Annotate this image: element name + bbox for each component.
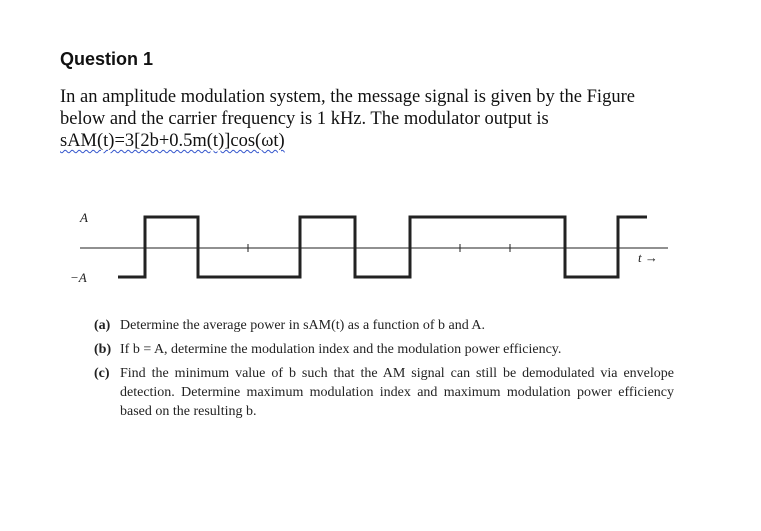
- label-amplitude-bottom: −A: [70, 270, 87, 285]
- label-amplitude-top: A: [79, 210, 88, 225]
- part-label: (c): [94, 366, 110, 381]
- part-label: (a): [94, 318, 111, 333]
- part-text: Find the minimum value of b such that th…: [120, 366, 674, 419]
- question-title: Question 1: [60, 49, 154, 69]
- square-wave: [118, 215, 647, 279]
- part-b: (b) If b = A, determine the modulation i…: [94, 340, 674, 359]
- part-label: (b): [94, 342, 112, 357]
- question-parts: (a) Determine the average power in sAM(t…: [94, 316, 674, 426]
- intro-text: In an amplitude modulation system, the m…: [60, 87, 635, 129]
- modulator-formula: sAM(t)=3[2b+0.5m(t)]cos(ωt): [60, 131, 285, 151]
- part-text: If b = A, determine the modulation index…: [120, 342, 562, 357]
- time-axis-label: t →: [638, 250, 658, 265]
- part-a: (a) Determine the average power in sAM(t…: [94, 316, 674, 335]
- question-intro: In an amplitude modulation system, the m…: [60, 86, 680, 152]
- part-c: (c) Find the minimum value of b such tha…: [94, 364, 674, 421]
- part-text: Determine the average power in sAM(t) as…: [120, 318, 486, 333]
